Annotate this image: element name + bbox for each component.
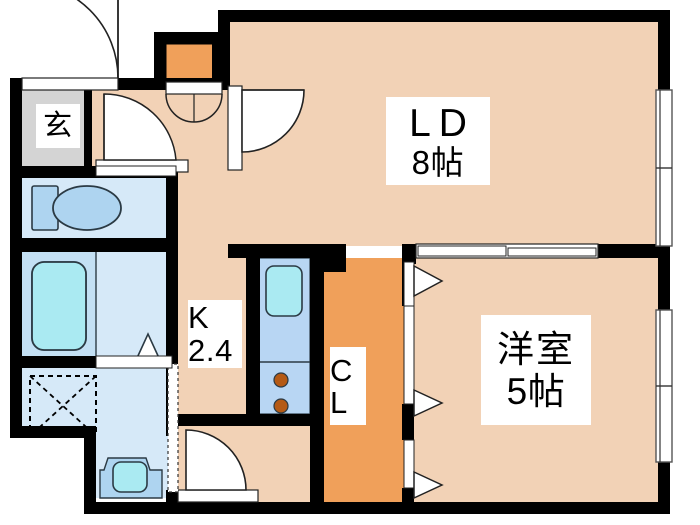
room-label-genkan: 玄: [36, 104, 80, 148]
shoe-cabinet-swing-left: [165, 93, 195, 123]
wall-cl-right2: [402, 404, 414, 440]
room-label-kitchen-line1: K: [188, 300, 210, 335]
wall-left-low2: [84, 426, 96, 514]
wash-basin-bowl: [112, 461, 148, 493]
washroom-sliding-door: [167, 363, 179, 493]
wall-kitchen-counter-top: [246, 246, 260, 418]
wall-toilet-bath: [10, 238, 178, 252]
room-label-kitchen: K 2.4: [188, 300, 242, 368]
wall-bottom: [172, 502, 670, 514]
wall-wet-right-3: [166, 490, 178, 514]
wall-kitchen-left: [166, 166, 178, 246]
closet-fold-arrow-2: [413, 388, 444, 418]
room-label-ld: LD 8帖: [386, 97, 490, 185]
entrance-door-swing-arc: [76, 0, 119, 79]
openings: [21, 0, 673, 503]
room-label-closet: C L: [330, 347, 366, 425]
ld-yo-sliding-panel-right: [507, 247, 597, 257]
wall-left-low: [10, 426, 96, 438]
stove-burner-1: [273, 372, 289, 388]
bath-door-fold-icon: [136, 332, 160, 359]
closet-folding-door-2: [403, 305, 415, 405]
wall-genkan-right: [84, 88, 92, 172]
kitchen-sink-basin: [265, 265, 303, 317]
wall-right-mid: [658, 244, 670, 310]
wall-ld-yo-left: [402, 244, 416, 264]
closet-folding-door-3: [403, 439, 415, 489]
wall-right-upper: [658, 10, 670, 92]
wall-cl-right3: [402, 488, 414, 514]
stove-burner-2: [273, 398, 289, 414]
wall-bottom-left: [84, 502, 184, 514]
wall-cl-left: [310, 258, 324, 506]
room-label-yoshitsu-line2: 5帖: [506, 370, 566, 412]
shoe-cabinet-swing-right: [193, 93, 223, 123]
room-label-genkan-line1: 玄: [43, 109, 73, 142]
room-label-ld-line1: LD: [409, 101, 475, 145]
ld-yo-sliding-panel-left: [417, 245, 507, 257]
fixtures: [22, 185, 311, 499]
wall-kitchen-counter-bottom: [172, 414, 316, 426]
wall-top-ld: [218, 10, 670, 22]
shoe-cabinet-door-opening: [165, 81, 223, 95]
room-label-closet-line1: C: [330, 352, 354, 388]
wall-right-lower: [658, 462, 670, 514]
bathtub-2: [31, 261, 87, 351]
room-label-yoshitsu: 洋室 5帖: [481, 315, 591, 425]
hallway-door-panel: [103, 93, 177, 161]
wall-kitchen-strip-top: [246, 246, 314, 258]
closet-folding-door-1: [403, 261, 415, 307]
kitchen-door-panel: [185, 429, 247, 491]
wall-left: [10, 78, 22, 438]
room-label-kitchen-line2: 2.4: [188, 333, 234, 368]
washroom-door-opening: [95, 355, 173, 369]
room-label-closet-line2: L: [330, 384, 348, 420]
toilet-bowl: [52, 185, 122, 231]
room-label-ld-line2: 8帖: [411, 143, 465, 181]
ld-entry-door-opening: [227, 85, 243, 171]
ld-entry-door-panel: [241, 89, 305, 153]
wall-ld-yo-right: [598, 244, 670, 258]
room-label-yoshitsu-line1: 洋室: [497, 328, 575, 370]
wall-shoe-left: [154, 44, 166, 90]
wall-shoe-top: [154, 32, 224, 44]
closet-fold-arrow-1: [413, 264, 444, 298]
wall-ld-left-upper: [218, 10, 230, 90]
toilet-door-opening: [95, 165, 177, 177]
closet-fold-arrow-3: [413, 470, 444, 500]
entrance-door-opening: [21, 77, 119, 91]
kitchen-door-opening: [177, 489, 259, 503]
